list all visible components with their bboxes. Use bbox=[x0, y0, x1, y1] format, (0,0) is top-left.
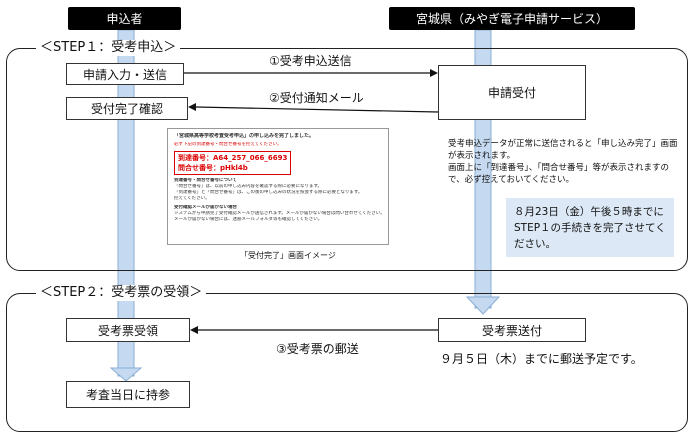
note-line-4: で、必ず控えておいてください。 bbox=[448, 175, 574, 185]
note-line-2: が表示されます。 bbox=[448, 151, 516, 161]
apply-input-label: 申請入力・送信 bbox=[82, 67, 167, 82]
application-received-label: 申請受付 bbox=[487, 86, 536, 100]
image-arrival-number: 到達番号：A64_257_066_6693 bbox=[178, 154, 288, 162]
completion-screen-image: 「宮城県高等学校考査受考申込」の申し込みを完了しました。 必ず下記の到達番号・問… bbox=[167, 128, 389, 245]
ticket-receive-label: 受考票受領 bbox=[97, 323, 158, 338]
submit-arrow-label: ①受考申込送信 bbox=[269, 54, 352, 68]
image-p1: 「問合せ番号」は、以前の申し込み内容を確認する際に必要になります。 bbox=[174, 184, 323, 189]
ticket-send-box: 受考票送付 bbox=[438, 318, 586, 342]
note-line-1: 受考申込データが正常に送信されると「申し込み完了」画面 bbox=[448, 139, 678, 149]
image-p4: システムから申請完了受付確認メールが送信されます。メールが届かない場合は問い合わ… bbox=[174, 211, 382, 216]
deadline-line-1: ８月23日（金）午後５時までに bbox=[514, 206, 664, 218]
right-flow-arrowhead bbox=[465, 296, 501, 315]
deadline-line-3: ださい。 bbox=[514, 238, 556, 250]
image-warn: 必ず下記の到達番号・問合せ番号を控えてください。 bbox=[174, 142, 282, 147]
step2-label: ＜STEP２：受考票の受領＞ bbox=[36, 285, 207, 301]
image-p3: 控えてください。 bbox=[174, 196, 210, 201]
notify-arrowhead bbox=[188, 103, 196, 111]
header-applicant-label: 申込者 bbox=[106, 12, 143, 26]
step1-frame bbox=[6, 48, 688, 271]
header-applicant: 申込者 bbox=[68, 7, 181, 30]
notify-arrow-line bbox=[195, 106, 439, 113]
mail-arrowhead bbox=[190, 326, 198, 334]
image-number-box: 到達番号：A64_257_066_6693 問合せ番号：pHkl4b bbox=[174, 151, 292, 175]
bring-on-day-label: 考査当日に持参 bbox=[85, 388, 170, 402]
submit-arrowhead bbox=[430, 69, 438, 77]
header-prefecture: 宮城県（みやぎ電子申請サービス） bbox=[389, 7, 635, 30]
bring-on-day-box: 考査当日に持参 bbox=[66, 381, 190, 408]
ticket-send-label: 受考票送付 bbox=[481, 323, 542, 338]
header-prefecture-label: 宮城県（みやぎ電子申請サービス） bbox=[415, 12, 608, 26]
image-inquiry-number: 問合せ番号：pHkl4b bbox=[178, 164, 248, 172]
receipt-confirm-label: 受付完了確認 bbox=[90, 102, 163, 116]
left-flow-arrowhead bbox=[109, 367, 143, 382]
delivery-schedule: ９月５日（木）までに郵送予定です。 bbox=[440, 352, 643, 366]
receipt-confirm-box: 受付完了確認 bbox=[66, 97, 188, 120]
apply-input-box: 申請入力・送信 bbox=[66, 63, 184, 85]
submission-notes: 受考申込データが正常に送信されると「申し込み完了」画面 が表示されます。 画面上… bbox=[448, 138, 678, 186]
image-title: 「宮城県高等学校考査受考申込」の申し込みを完了しました。 bbox=[174, 133, 315, 139]
step1-label: ＜STEP１：受考申込＞ bbox=[36, 40, 181, 56]
application-received-box: 申請受付 bbox=[438, 65, 586, 120]
image-section1: 到達番号・問合せ番号について bbox=[174, 178, 237, 183]
image-p5: メールが届かない場合には、迷惑メールフォルダ等も確認してください。 bbox=[174, 217, 323, 222]
image-section2: 受付確認メールが届かない場合 bbox=[174, 205, 237, 210]
image-p2: 「到達番号」と「問合せ番号」は、この後の申し込みの状況を照会する際に必要となりま… bbox=[174, 190, 363, 195]
mail-arrow-label: ③受考票の郵送 bbox=[276, 342, 359, 356]
notify-arrow-label: ②受付通知メール bbox=[269, 91, 364, 105]
image-caption: 「受付完了」画面イメージ bbox=[240, 251, 336, 260]
step2-frame bbox=[6, 293, 688, 432]
note-line-3: 画面上に「到達番号」、「問合せ番号」等が表示されますの bbox=[448, 163, 670, 173]
deadline-line-2: STEP１の手続きを完了させてく bbox=[514, 222, 666, 234]
ticket-receive-box: 受考票受領 bbox=[66, 318, 190, 342]
deadline-notice: ８月23日（金）午後５時までに STEP１の手続きを完了させてく ださい。 bbox=[506, 198, 674, 257]
